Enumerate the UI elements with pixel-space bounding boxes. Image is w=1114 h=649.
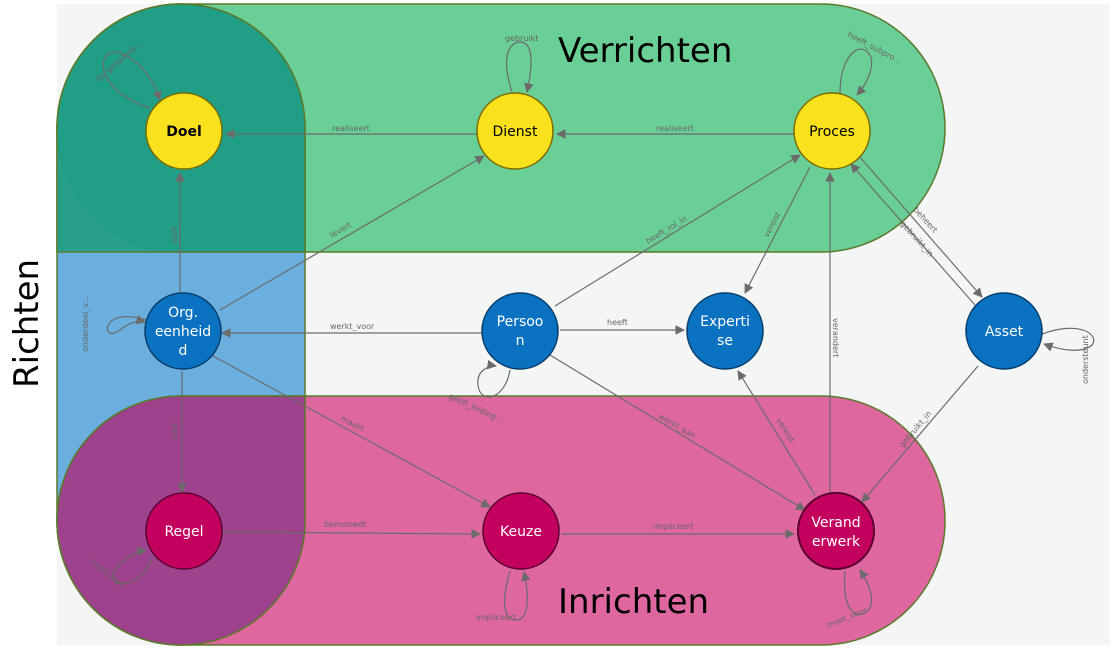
- edge-label-proces-dienst: realiseert: [656, 124, 694, 133]
- node-dienst-label: Dienst: [493, 124, 538, 140]
- edge-label-keuze-verandering: impliceert: [653, 522, 693, 531]
- edge-org-self: [106, 315, 147, 334]
- edge-asset-self: [1041, 327, 1095, 352]
- node-keuze[interactable]: Keuze: [482, 492, 560, 570]
- edge-label-dienst-doel: realiseert: [332, 124, 370, 133]
- edge-org-keuze: [212, 355, 491, 508]
- node-doel-label: Doel: [166, 124, 202, 140]
- edge-label-verandering-proces: verandert: [831, 318, 840, 357]
- edge-persoon-self: [477, 359, 511, 398]
- node-regel[interactable]: Regel: [145, 492, 223, 570]
- zone-title-inrichten: Inrichten: [558, 582, 709, 622]
- edge-label-org-regel: stelt: [170, 422, 179, 440]
- edge-persoon-verandering: [549, 354, 806, 511]
- node-org-label-3: d: [179, 343, 188, 359]
- edge-verandering-self: [843, 569, 873, 616]
- node-doel[interactable]: Doel: [145, 92, 223, 170]
- node-dienst[interactable]: Dienst: [476, 92, 554, 170]
- node-persoon[interactable]: Persoo n: [481, 292, 559, 370]
- zone-title-richten: Richten: [7, 259, 47, 388]
- edge-regel-self: [112, 546, 153, 585]
- node-proces-label: Proces: [809, 124, 855, 140]
- edge-label-org-doel: stelt: [170, 226, 179, 244]
- edge-doel-self: [102, 51, 162, 109]
- node-expertise[interactable]: Experti se: [686, 292, 764, 370]
- node-expertise-label-2: se: [717, 333, 733, 349]
- node-asset-label: Asset: [985, 324, 1024, 340]
- edge-proces-expertise: [744, 166, 811, 294]
- edge-label-keuze-self: impliceert: [476, 613, 516, 622]
- edge-label-asset-self: ondersteunt: [1081, 335, 1090, 384]
- edge-label-persoon-expertise: heeft: [607, 318, 628, 327]
- edge-label-org-self: onderdeel_v...: [81, 296, 90, 352]
- edge-proces-asset-beheert: [857, 154, 983, 298]
- edge-label-persoon-org: werkt_voor: [330, 322, 375, 331]
- node-org-label-2: eenheid: [155, 324, 211, 340]
- edge-persoon-proces: [554, 154, 801, 307]
- node-asset[interactable]: Asset: [965, 292, 1043, 370]
- node-persoon-label-2: n: [516, 333, 525, 349]
- node-proces[interactable]: Proces: [793, 92, 871, 170]
- edge-asset-proces-gebruikt: [850, 163, 976, 306]
- node-expertise-label-1: Experti: [700, 314, 750, 330]
- edge-label-dienst-self: gebruikt: [505, 34, 538, 43]
- edge-org-dienst: [219, 155, 485, 311]
- node-veranderwerk-label-1: Verand: [811, 515, 860, 531]
- edge-dienst-self: [505, 41, 534, 93]
- node-veranderwerk-label-2: erwerk: [812, 534, 861, 550]
- zone-title-verrichten: Verrichten: [558, 31, 732, 71]
- edge-proces-self: [839, 48, 873, 96]
- edge-label-regel-keuze: beinvloedt: [324, 520, 366, 529]
- edge-regel-keuze: [221, 529, 481, 539]
- edge-verandering-expertise: [737, 370, 816, 496]
- node-persoon-label-1: Persoo: [497, 314, 544, 330]
- node-keuze-label: Keuze: [500, 524, 542, 540]
- node-veranderwerk[interactable]: Verand erwerk: [797, 492, 875, 570]
- node-org-label-1: Org.: [168, 305, 198, 321]
- edge-keuze-self: [504, 570, 531, 621]
- node-org-eenheid[interactable]: Org. eenheid d: [144, 292, 222, 370]
- edge-asset-verandering: [861, 365, 979, 503]
- node-regel-label: Regel: [164, 524, 203, 540]
